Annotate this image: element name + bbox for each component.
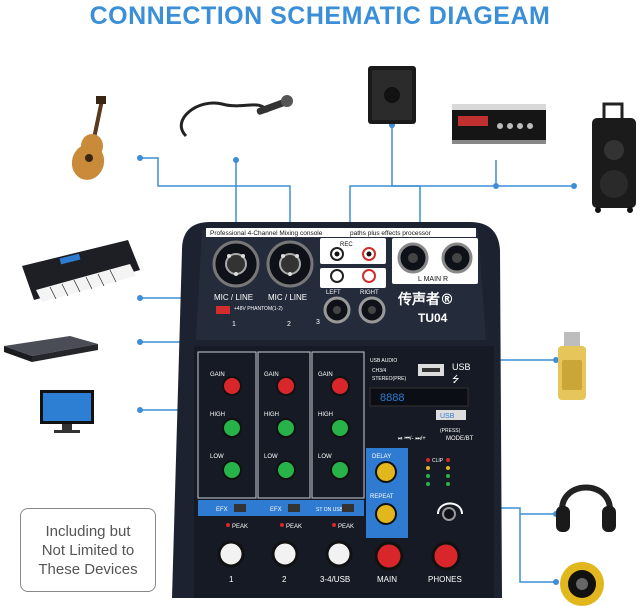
ch34-low-label: LOW bbox=[318, 454, 332, 460]
ch34-label: CH3/4 bbox=[372, 368, 386, 374]
ch1-high-knob[interactable] bbox=[222, 418, 242, 438]
mic-line-jack-1[interactable] bbox=[212, 240, 260, 288]
rca-left-jack[interactable] bbox=[330, 269, 344, 283]
ch2-high-label: HIGH bbox=[264, 412, 279, 418]
microphone-icon bbox=[179, 95, 293, 138]
mic-line-label-2: MIC / LINE bbox=[268, 293, 307, 302]
mixer-header-right: paths plus effects processor bbox=[350, 230, 432, 237]
level-meter bbox=[426, 458, 450, 486]
st-usb-label: ST ON USB bbox=[316, 507, 344, 513]
guitar-icon bbox=[71, 96, 106, 180]
ch1-efx-label: EFX bbox=[216, 507, 228, 513]
note-line-2: Not Limited to bbox=[41, 541, 135, 559]
repeat-label: REPEAT bbox=[370, 494, 394, 500]
headphone-symbol-icon bbox=[437, 502, 463, 515]
ch34-gain-label: GAIN bbox=[318, 372, 333, 378]
ch1-volume-knob[interactable] bbox=[217, 540, 245, 568]
bottom-label-main: MAIN bbox=[377, 575, 397, 584]
svg-text:⭍: ⭍ bbox=[452, 374, 460, 384]
ch2-volume-knob[interactable] bbox=[271, 540, 299, 568]
stereo-pre-label: STEREO(PRE) bbox=[372, 376, 407, 382]
bottom-label-3: 3-4/USB bbox=[320, 575, 350, 584]
ch1-low-label: LOW bbox=[210, 454, 224, 460]
ch1-number: 1 bbox=[232, 321, 236, 328]
ch34-high-label: HIGH bbox=[318, 412, 333, 418]
speaker-icon bbox=[368, 66, 416, 124]
brand-logo: 传声者® bbox=[397, 291, 454, 308]
right-label: RIGHT bbox=[360, 290, 379, 296]
ch2-low-label: LOW bbox=[264, 454, 278, 460]
dvd-player-icon bbox=[4, 336, 98, 362]
note-line-1: Including but bbox=[45, 522, 131, 540]
main-volume-knob[interactable] bbox=[374, 541, 404, 571]
rca-right-jack[interactable] bbox=[362, 269, 376, 283]
ch1-gain-knob[interactable] bbox=[222, 376, 242, 396]
press-label: (PRESS) bbox=[440, 428, 461, 434]
bottom-label-1: 1 bbox=[229, 575, 234, 584]
ch2-number: 2 bbox=[287, 321, 291, 328]
ch2-low-knob[interactable] bbox=[276, 460, 296, 480]
page-title: CONNECTION SCHEMATIC DIAGEAM bbox=[89, 2, 551, 30]
ch2-gain-label: GAIN bbox=[264, 372, 279, 378]
usb-flash-drive-icon bbox=[558, 332, 586, 400]
ch34-low-knob[interactable] bbox=[330, 460, 350, 480]
led-display: 8888 bbox=[380, 392, 404, 404]
usb-badge: USB bbox=[440, 413, 455, 420]
mixer: Professional 4-Channel Mixing console pa… bbox=[172, 222, 502, 598]
loudspeaker-icon bbox=[560, 562, 604, 606]
delay-label: DELAY bbox=[372, 454, 391, 460]
bottom-label-2: 2 bbox=[282, 575, 287, 584]
mic-line-label-1: MIC / LINE bbox=[214, 293, 253, 302]
note-line-3: These Devices bbox=[38, 560, 138, 578]
ch2-strip: GAIN HIGH LOW bbox=[264, 372, 296, 480]
phones-volume-knob[interactable] bbox=[431, 541, 461, 571]
clip-label: CLIP bbox=[432, 458, 444, 464]
ch1-low-knob[interactable] bbox=[222, 460, 242, 480]
ch1-high-label: HIGH bbox=[210, 412, 225, 418]
delay-knob[interactable] bbox=[375, 461, 397, 483]
ch2-peak-label: PEAK bbox=[286, 524, 302, 530]
trolley-speaker-icon bbox=[592, 102, 636, 213]
ch34-volume-knob[interactable] bbox=[325, 540, 353, 568]
ch2-high-knob[interactable] bbox=[276, 418, 296, 438]
headphones-icon bbox=[556, 484, 616, 532]
devices-note: Including but Not Limited to These Devic… bbox=[20, 508, 156, 592]
rec-label: REC bbox=[340, 242, 353, 248]
ch1-strip: GAIN HIGH LOW bbox=[210, 372, 242, 480]
ch3-number: 3 bbox=[316, 319, 320, 326]
mixer-header: Professional 4-Channel Mixing console bbox=[210, 230, 323, 237]
left-label: LEFT bbox=[326, 290, 341, 296]
repeat-knob[interactable] bbox=[375, 503, 397, 525]
guitar-line bbox=[140, 157, 291, 230]
mic-line-jack-2[interactable] bbox=[266, 240, 314, 288]
main-lr-label: L MAIN R bbox=[418, 276, 448, 283]
main-out-line bbox=[392, 185, 421, 236]
ch2-efx-label: EFX bbox=[270, 507, 282, 513]
phantom-switch[interactable] bbox=[216, 306, 230, 314]
monitor-icon bbox=[40, 390, 94, 433]
bottom-label-phones: PHONES bbox=[428, 575, 462, 584]
phones-jack[interactable] bbox=[442, 507, 456, 521]
ch34-gain-knob[interactable] bbox=[330, 376, 350, 396]
ch34-peak-label: PEAK bbox=[338, 524, 354, 530]
ch1-gain-label: GAIN bbox=[210, 372, 225, 378]
transport-controls[interactable]: ⏯ ⏮/- ⏭/+ bbox=[398, 436, 426, 442]
usb-audio-label: USB AUDIO bbox=[370, 358, 397, 364]
amplifier-icon bbox=[452, 104, 546, 144]
ch34-strip: GAIN HIGH LOW bbox=[318, 372, 350, 480]
bt-mode-label: MODE/BT bbox=[446, 436, 474, 442]
ch2-efx-button[interactable] bbox=[288, 504, 300, 512]
keyboard-icon bbox=[22, 240, 140, 302]
rec-line bbox=[349, 185, 392, 230]
phantom-label: +48V PHANTOM(1-2) bbox=[234, 306, 283, 312]
dvd-monitor-line bbox=[140, 341, 183, 411]
ch2-gain-knob[interactable] bbox=[276, 376, 296, 396]
ch1-efx-button[interactable] bbox=[234, 504, 246, 512]
ch34-high-knob[interactable] bbox=[330, 418, 350, 438]
st-usb-button[interactable] bbox=[342, 504, 354, 512]
model-label: TU04 bbox=[418, 311, 448, 325]
usb-label: USB bbox=[452, 362, 471, 372]
ch1-peak-label: PEAK bbox=[232, 524, 248, 530]
